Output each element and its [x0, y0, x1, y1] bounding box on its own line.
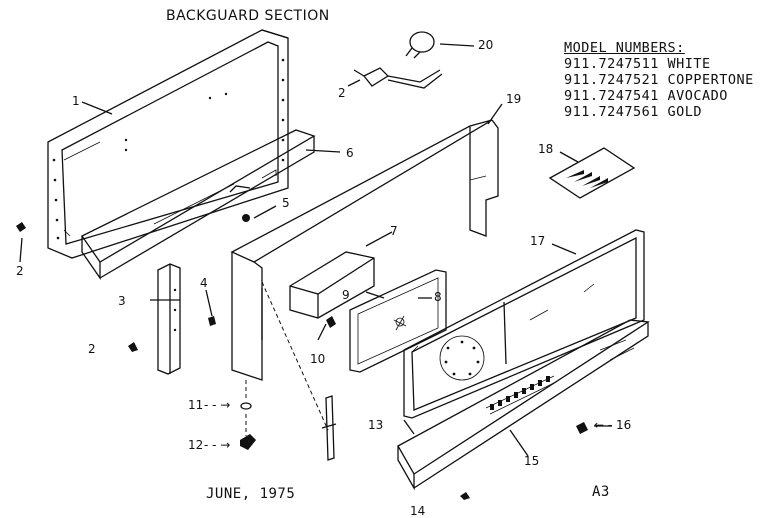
- callout-19: 19: [506, 92, 522, 106]
- callout-8: 8: [434, 290, 442, 304]
- part-19-frame: [230, 119, 499, 381]
- part-21-socket: [353, 67, 443, 89]
- callout-arrow: - - →: [204, 398, 231, 412]
- callout-13: 13: [368, 418, 384, 432]
- diagram-date: JUNE, 1975: [206, 486, 296, 502]
- callout-10: 10: [310, 352, 326, 366]
- model-row: 911.7247541 AVOCADO: [564, 88, 728, 104]
- part-7-lamp-housing: [289, 251, 375, 319]
- callout-arrow: ← -: [594, 418, 613, 432]
- hardware-screws: [16, 214, 588, 500]
- callout-leaders: [19, 43, 612, 457]
- part-1-rear-panel: [47, 29, 289, 259]
- model-row: 911.7247521 COPPERTONE: [564, 72, 754, 88]
- callout-7: 7: [390, 224, 398, 238]
- part-13-trim: [321, 395, 337, 461]
- callout-arrow: - - →: [204, 438, 231, 452]
- callout-15: 15: [524, 454, 540, 468]
- callout-5: 5: [282, 196, 290, 210]
- callout-12: 12: [188, 438, 204, 452]
- callout-20: 20: [478, 38, 494, 52]
- model-numbers-block: MODEL NUMBERS: 911.7247511 WHITE 911.724…: [564, 40, 754, 120]
- part-20-bulb: [405, 31, 435, 59]
- part-6-bottom-tray: [81, 129, 316, 281]
- model-row: 911.7247511 WHITE: [564, 56, 711, 72]
- part-15-control-strip: [397, 319, 650, 491]
- part-17-glass-panel: [403, 229, 645, 419]
- part-18-label-card: [548, 147, 636, 199]
- part-8-clock-panel: [349, 269, 447, 373]
- sheet-number: A3: [592, 484, 610, 500]
- callout-14: 14: [410, 504, 426, 518]
- callout-11: 11: [188, 398, 204, 412]
- callout-3: 3: [118, 294, 126, 308]
- diagram-title: BACKGUARD SECTION: [166, 8, 330, 24]
- callout-6: 6: [346, 146, 354, 160]
- callout-2: 2: [338, 86, 346, 100]
- callout-4: 4: [200, 276, 208, 290]
- model-row: 911.7247561 GOLD: [564, 104, 703, 120]
- callout-9: 9: [342, 288, 350, 302]
- callout-2: 2: [88, 342, 96, 356]
- part-3-side-bracket: [157, 263, 181, 375]
- callout-18: 18: [538, 142, 554, 156]
- callout-1: 1: [72, 94, 80, 108]
- callout-16: 16: [616, 418, 632, 432]
- dashed-leader: [261, 281, 329, 431]
- callout-2: 2: [16, 264, 24, 278]
- model-numbers-header: MODEL NUMBERS:: [564, 40, 685, 56]
- callout-17: 17: [530, 234, 546, 248]
